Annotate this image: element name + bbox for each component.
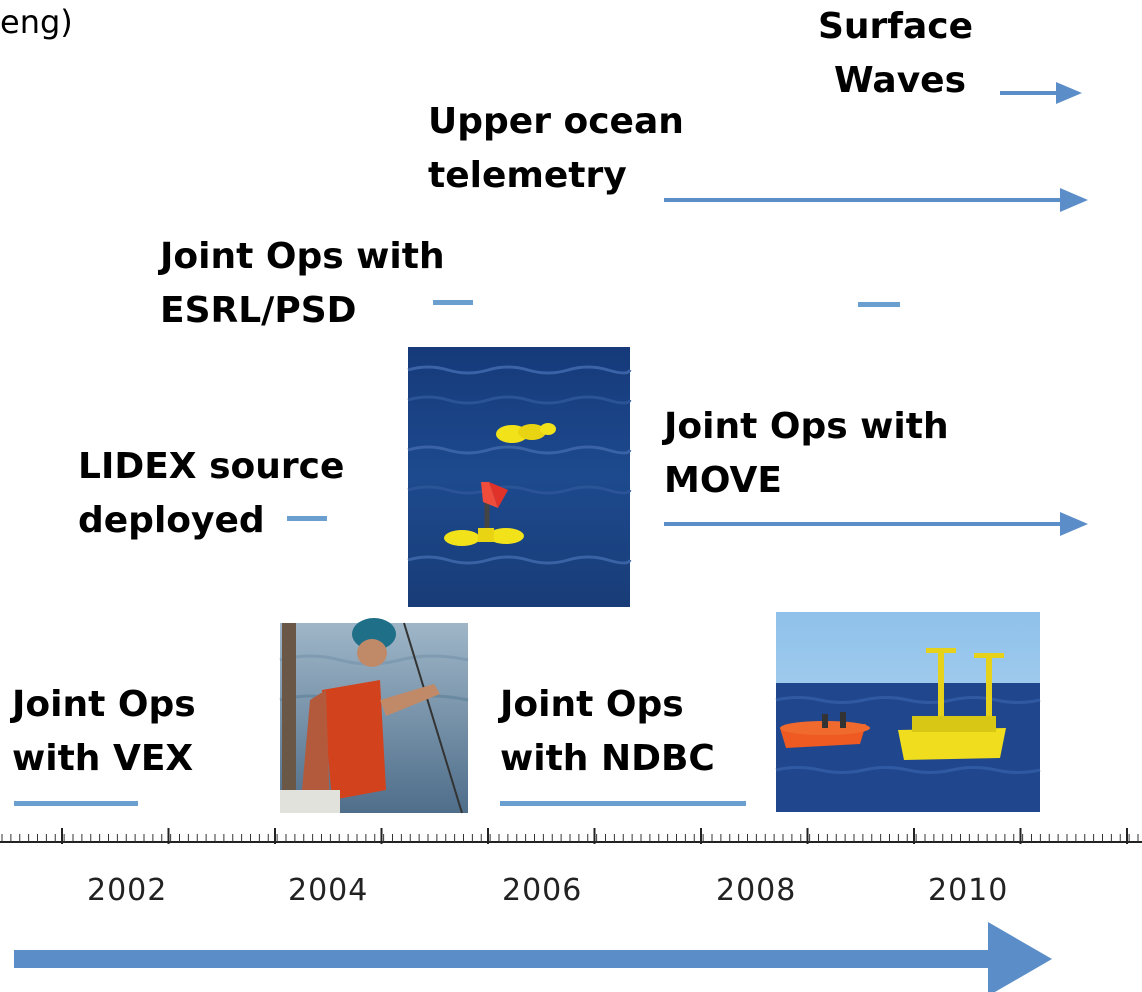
upper-ocean-label: Upper ocean telemetry	[428, 95, 684, 203]
upper-ocean-line2: telemetry	[428, 155, 627, 196]
lidex-line2: deployed	[78, 500, 265, 541]
diver-photo	[279, 618, 469, 814]
esrl-label: Joint Ops with ESRL/PSD	[160, 230, 445, 338]
lidex-label: LIDEX source deployed	[78, 440, 344, 548]
lidex-line1: LIDEX source	[78, 446, 345, 487]
esrl-bar-2	[858, 302, 900, 307]
move-label: Joint Ops with MOVE	[664, 400, 949, 508]
ndbc-bar	[500, 801, 746, 806]
buoy-floats-photo	[407, 347, 632, 607]
surface-waves-arrow	[1000, 82, 1082, 104]
move-line2: MOVE	[664, 460, 782, 501]
surface-waves-label: Surface Waves	[818, 0, 973, 108]
ndbc-line1: Joint Ops	[500, 684, 684, 725]
esrl-line2: ESRL/PSD	[160, 290, 357, 331]
timeline-axis	[0, 828, 1142, 844]
esrl-bar-1	[433, 300, 473, 305]
time-direction-arrow	[14, 922, 1052, 992]
year-label-2008: 2008	[716, 873, 797, 908]
ndbc-buoy-photo	[775, 612, 1041, 812]
esrl-line1: Joint Ops with	[160, 236, 445, 277]
ndbc-label: Joint Ops with NDBC	[500, 678, 715, 786]
surface-waves-line2: Waves	[834, 60, 967, 101]
vex-bar	[14, 801, 138, 806]
year-label-2010: 2010	[928, 873, 1009, 908]
upper-ocean-line1: Upper ocean	[428, 101, 684, 142]
surface-waves-line1: Surface	[818, 6, 974, 47]
lidex-bar	[287, 516, 327, 521]
corner-text: eng)	[0, 3, 73, 41]
vex-label: Joint Ops with VEX	[12, 678, 196, 786]
upper-ocean-arrow	[664, 188, 1088, 212]
move-arrow	[664, 512, 1088, 536]
vex-line1: Joint Ops	[12, 684, 196, 725]
year-label-2002: 2002	[87, 873, 168, 908]
vex-line2: with VEX	[12, 738, 194, 779]
year-label-2004: 2004	[288, 873, 369, 908]
move-line1: Joint Ops with	[664, 406, 949, 447]
year-label-2006: 2006	[502, 873, 583, 908]
ndbc-line2: with NDBC	[500, 738, 715, 779]
